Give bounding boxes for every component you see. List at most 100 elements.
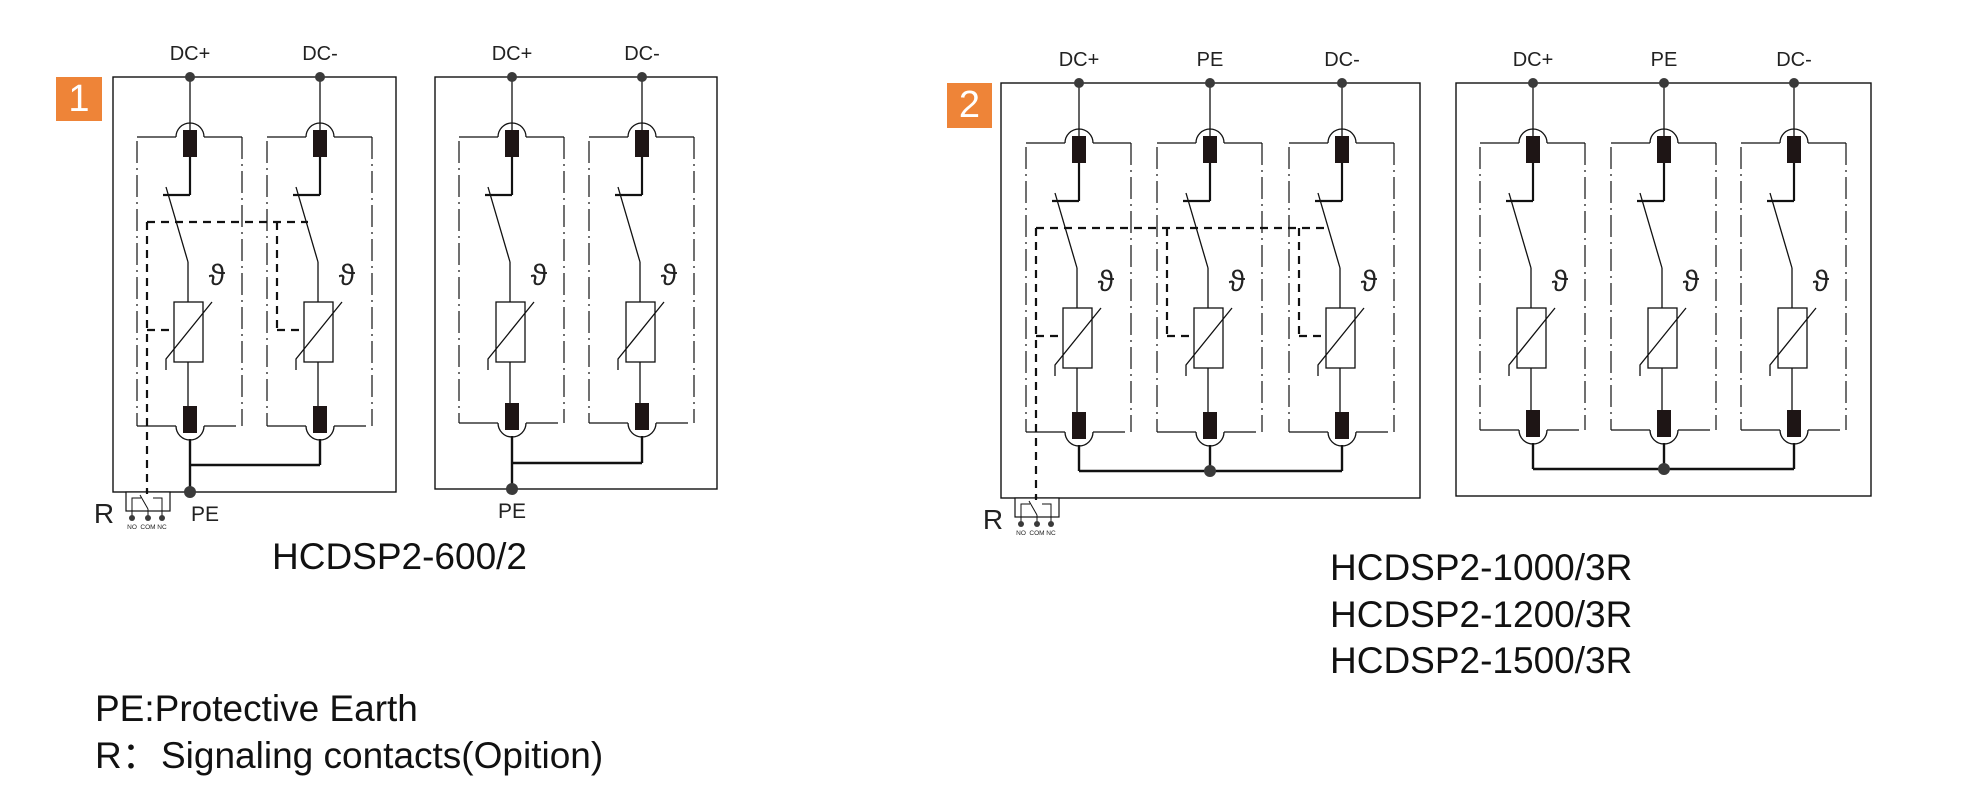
spd-module: ϑ bbox=[1740, 83, 1847, 469]
earth-junction-dot bbox=[1204, 465, 1216, 477]
relay-no-leg bbox=[131, 497, 141, 517]
legend-r: R：Signaling contacts(Opition) bbox=[95, 737, 603, 774]
spd-module: ϑ bbox=[1025, 83, 1132, 471]
terminal-dot bbox=[185, 72, 195, 82]
terminal-arc-icon bbox=[175, 122, 205, 138]
terminal-label: DC- bbox=[624, 43, 660, 65]
device-enclosure bbox=[112, 76, 397, 493]
terminal-dot bbox=[1528, 78, 1538, 88]
terminal-dot bbox=[315, 72, 325, 82]
legend-pe-text: Protective Earth bbox=[154, 688, 418, 729]
terminal-label: DC+ bbox=[1513, 49, 1554, 71]
panel-2-model-0: HCDSP2-1000/3R bbox=[1330, 547, 1633, 588]
pe-label: PE bbox=[191, 503, 219, 526]
spd-module: ϑ bbox=[1479, 83, 1586, 469]
varistor-slope bbox=[1317, 307, 1365, 376]
terminal-block-icon bbox=[635, 403, 649, 430]
relay-contact-dot bbox=[145, 515, 151, 521]
terminal-block-icon bbox=[1072, 136, 1086, 163]
terminal-arc-icon bbox=[1779, 128, 1809, 144]
varistor-slope bbox=[1639, 307, 1687, 376]
relay-contact-label: NC bbox=[157, 524, 167, 531]
terminal-block-icon bbox=[313, 406, 327, 433]
relay-contact-label: COM bbox=[1029, 530, 1044, 537]
varistor-slope bbox=[487, 301, 535, 370]
panel-1-badge: 1 bbox=[56, 77, 102, 121]
terminal-block-icon bbox=[1335, 136, 1349, 163]
terminal-arc-icon bbox=[1518, 128, 1548, 144]
thermal-symbol-icon: ϑ bbox=[1552, 265, 1569, 298]
switch-blade-icon bbox=[1639, 192, 1663, 269]
relay-blade-icon bbox=[1028, 500, 1038, 516]
relay-contact-label: COM bbox=[140, 524, 155, 531]
terminal-block-icon bbox=[183, 130, 197, 157]
switch-blade-icon bbox=[1769, 192, 1793, 269]
thermal-symbol-icon: ϑ bbox=[1361, 265, 1378, 298]
terminal-label: PE bbox=[1651, 49, 1678, 71]
relay-label: R bbox=[94, 498, 114, 529]
terminal-block-icon bbox=[505, 403, 519, 430]
switch-blade-icon bbox=[1317, 192, 1341, 269]
relay-contact-label: NO bbox=[1016, 530, 1026, 537]
thermal-symbol-icon: ϑ bbox=[209, 259, 226, 292]
terminal-label: DC- bbox=[302, 43, 338, 65]
terminal-arc-icon bbox=[1327, 128, 1357, 144]
terminal-dot bbox=[1205, 78, 1215, 88]
spd-module: ϑ bbox=[1288, 83, 1395, 471]
terminal-arc-icon bbox=[305, 122, 335, 138]
terminal-block-icon bbox=[1203, 412, 1217, 439]
terminal-label: PE bbox=[1197, 49, 1224, 71]
switch-blade-icon bbox=[1185, 192, 1209, 269]
terminal-arc-icon bbox=[497, 122, 527, 138]
thermal-symbol-icon: ϑ bbox=[1098, 265, 1115, 298]
terminal-block-icon bbox=[1072, 412, 1086, 439]
relay-contact-dot bbox=[1034, 521, 1040, 527]
terminal-dot bbox=[1659, 78, 1669, 88]
varistor-slope bbox=[1769, 307, 1817, 376]
terminal-dot bbox=[507, 72, 517, 82]
thermal-symbol-icon: ϑ bbox=[1229, 265, 1246, 298]
thermal-symbol-icon: ϑ bbox=[1813, 265, 1830, 298]
terminal-block-icon bbox=[1526, 136, 1540, 163]
relay-contact-label: NO bbox=[127, 524, 137, 531]
thermal-symbol-icon: ϑ bbox=[661, 259, 678, 292]
thermal-symbol-icon: ϑ bbox=[339, 259, 356, 292]
terminal-dot bbox=[1337, 78, 1347, 88]
terminal-block-icon bbox=[1787, 410, 1801, 437]
varistor-slope bbox=[1185, 307, 1233, 376]
terminal-dot bbox=[1074, 78, 1084, 88]
spd-module: ϑ bbox=[458, 77, 565, 463]
terminal-block-icon bbox=[1657, 410, 1671, 437]
terminal-label: DC+ bbox=[492, 43, 533, 65]
terminal-block-icon bbox=[1203, 136, 1217, 163]
thermal-symbol-icon: ϑ bbox=[531, 259, 548, 292]
varistor-slope bbox=[617, 301, 665, 370]
spd-module: ϑ bbox=[1156, 83, 1263, 471]
legend-r-key: R： bbox=[95, 735, 159, 776]
relay-no-leg bbox=[1020, 503, 1030, 523]
terminal-arc-icon bbox=[1649, 128, 1679, 144]
spd-module: ϑ bbox=[1610, 83, 1717, 469]
spd-module: ϑ bbox=[136, 77, 243, 465]
panel-2-model-2: HCDSP2-1500/3R bbox=[1330, 640, 1633, 681]
varistor-slope bbox=[165, 301, 213, 370]
thermal-symbol-icon: ϑ bbox=[1683, 265, 1700, 298]
terminal-arc-icon bbox=[627, 122, 657, 138]
panel-1-model-0: HCDSP2-600/2 bbox=[272, 536, 528, 577]
switch-blade-icon bbox=[1054, 192, 1078, 269]
relay-contact-label: NC bbox=[1046, 530, 1056, 537]
varistor-slope bbox=[1508, 307, 1556, 376]
switch-blade-icon bbox=[295, 186, 319, 263]
terminal-label: DC+ bbox=[170, 43, 211, 65]
terminal-dot bbox=[637, 72, 647, 82]
spd-module: ϑ bbox=[266, 77, 373, 465]
switch-blade-icon bbox=[1508, 192, 1532, 269]
terminal-label: DC+ bbox=[1059, 49, 1100, 71]
relay-label: R bbox=[983, 504, 1003, 535]
